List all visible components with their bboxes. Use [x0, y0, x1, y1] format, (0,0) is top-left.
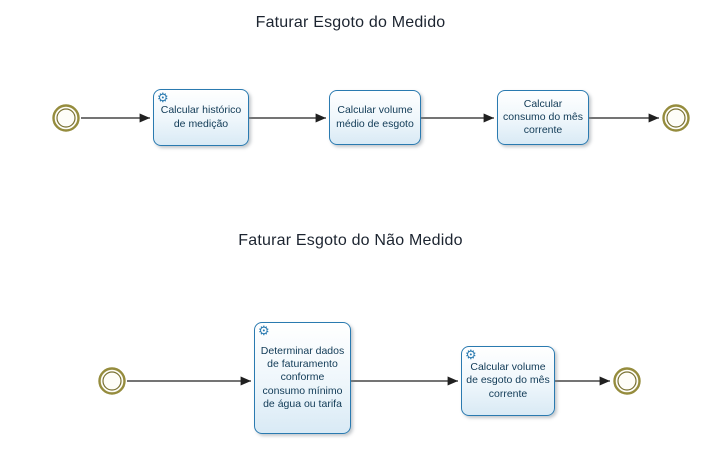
task-calcular-historico-medicao[interactable]: ⚙ Calcular histórico de medição: [153, 89, 249, 146]
task-label: Calcular consumo do mês corrente: [503, 97, 583, 137]
start-event-medido[interactable]: [51, 103, 81, 133]
task-label: Calcular volume médio de esgoto: [336, 104, 414, 130]
end-event-medido[interactable]: [661, 103, 691, 133]
task-label: Calcular volume de esgoto do mês corrent…: [466, 361, 550, 400]
end-event-nao-medido[interactable]: [612, 366, 642, 396]
task-calcular-consumo-mes-corrente[interactable]: Calcular consumo do mês corrente: [497, 90, 589, 145]
task-calcular-volume-esgoto-mes-corrente[interactable]: ⚙ Calcular volume de esgoto do mês corre…: [461, 346, 555, 416]
service-gear-icon: ⚙: [258, 323, 270, 338]
start-event-nao-medido[interactable]: [97, 366, 127, 396]
process-title-nao-medido: Faturar Esgoto do Não Medido: [238, 232, 463, 249]
task-label: Determinar dados de faturamento conforme…: [260, 345, 345, 410]
service-gear-icon: ⚙: [465, 347, 477, 362]
task-label: Calcular histórico de medição: [160, 104, 242, 130]
task-determinar-dados-faturamento[interactable]: ⚙ Determinar dados de faturamento confor…: [254, 322, 351, 434]
service-gear-icon: ⚙: [157, 90, 169, 105]
process-title-medido: Faturar Esgoto do Medido: [255, 14, 446, 31]
task-calcular-volume-medio-esgoto[interactable]: Calcular volume médio de esgoto: [329, 90, 421, 145]
